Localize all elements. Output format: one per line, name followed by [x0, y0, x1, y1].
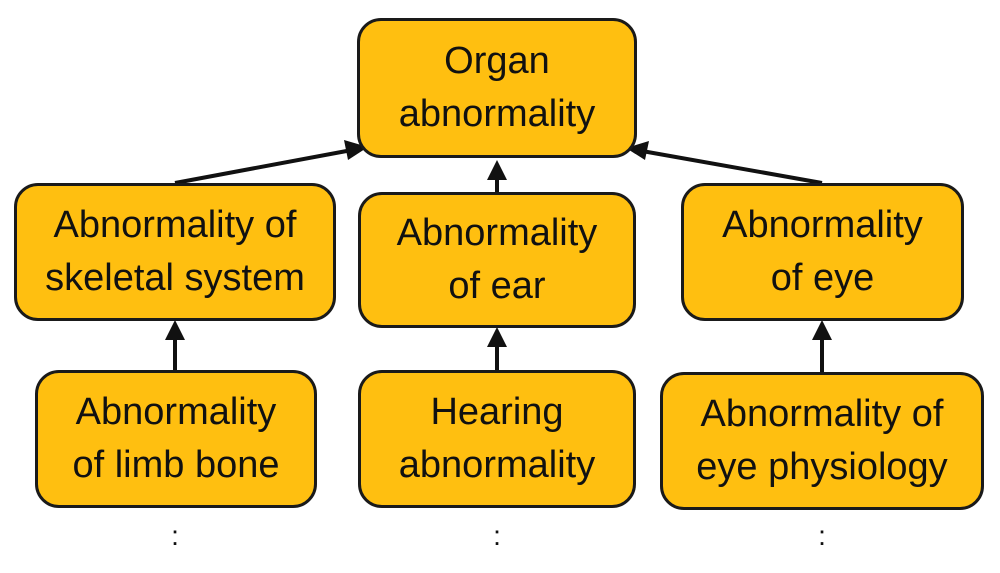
node-label: Abnormality of skeletal system — [45, 203, 305, 299]
node-label: Abnormality of eye — [722, 203, 923, 299]
node-abnormality-of-ear: Abnormality of ear — [358, 192, 636, 328]
node-organ-abnormality: Organ abnormality — [357, 18, 637, 158]
node-abnormality-of-eye: Abnormality of eye — [681, 183, 964, 321]
node-abnormality-of-eye-physiology: Abnormality of eye physiology — [660, 372, 984, 510]
edge-eye-physiology-to-eye — [812, 320, 832, 372]
continuation-text: : — [171, 520, 179, 551]
node-label: Abnormality of ear — [396, 211, 598, 307]
node-abnormality-of-limb-bone: Abnormality of limb bone — [35, 370, 317, 508]
node-abnormality-of-skeletal-system: Abnormality of skeletal system — [14, 183, 336, 321]
node-label: Abnormality of eye physiology — [696, 392, 948, 488]
node-label: Abnormality of limb bone — [72, 390, 280, 486]
continuation-dots-left: : — [165, 518, 185, 550]
continuation-dots-right: : — [812, 518, 832, 550]
edge-ear-to-root — [487, 160, 507, 192]
continuation-text: : — [493, 520, 501, 551]
edge-limb-bone-to-skeletal — [165, 320, 185, 370]
edge-eye-to-root — [626, 141, 823, 185]
edge-hearing-to-ear — [487, 327, 507, 370]
node-hearing-abnormality: Hearing abnormality — [358, 370, 636, 508]
continuation-dots-middle: : — [487, 518, 507, 550]
continuation-text: : — [818, 520, 826, 551]
edge-skeletal-to-root — [174, 140, 368, 185]
node-label: Hearing abnormality — [398, 390, 596, 486]
node-label: Organ abnormality — [398, 39, 596, 135]
